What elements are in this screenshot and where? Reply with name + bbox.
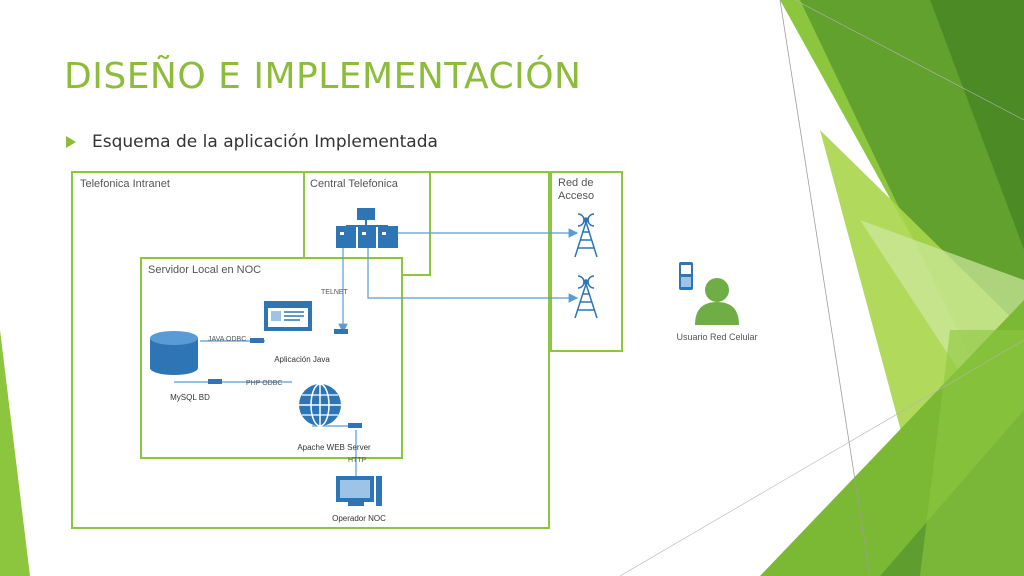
computer-icon	[336, 476, 382, 506]
node-label-operador: Operador NOC	[332, 514, 386, 523]
bullet-arrow-icon	[66, 136, 76, 148]
connector-http	[348, 423, 362, 428]
label-telnet: TELNET	[321, 289, 349, 296]
slide-title: DISEÑO E IMPLEMENTACIÓN	[64, 56, 582, 97]
node-label-mysql: MySQL BD	[170, 393, 210, 402]
application-window-icon	[264, 301, 312, 331]
node-label-apache: Apache WEB Server	[297, 443, 371, 452]
server-cluster-icon	[336, 208, 398, 248]
link-lines	[174, 228, 579, 478]
database-icon	[150, 331, 198, 375]
zone-label-intranet: Telefonica Intranet	[80, 178, 170, 190]
connector-php-odbc	[208, 379, 222, 384]
zone-red-de-acceso	[550, 171, 623, 352]
mobile-phone-icon	[679, 262, 693, 290]
label-http: HTTP	[348, 457, 367, 464]
antenna-tower-icon	[574, 213, 598, 258]
zone-label-acceso-2: Acceso	[558, 190, 594, 202]
connector-java-odbc	[250, 338, 264, 343]
zone-label-acceso-1: Red de	[558, 177, 593, 189]
zone-label-central: Central Telefonica	[310, 178, 399, 190]
user-avatar-icon	[695, 278, 739, 325]
bullet-text: Esquema de la aplicación Implementada	[92, 132, 438, 152]
antenna-tower-icon	[574, 275, 598, 319]
node-label-aplicacion: Aplicación Java	[274, 355, 330, 364]
zone-label-servidor: Servidor Local en NOC	[148, 264, 261, 276]
connector-telnet	[334, 329, 348, 334]
bullet-item: Esquema de la aplicación Implementada	[66, 132, 438, 152]
label-php-odbc: PHP ODBC	[246, 380, 282, 387]
node-label-usuario: Usuario Red Celular	[676, 332, 757, 342]
globe-icon	[299, 383, 341, 427]
label-java-odbc: JAVA ODBC	[208, 336, 246, 343]
